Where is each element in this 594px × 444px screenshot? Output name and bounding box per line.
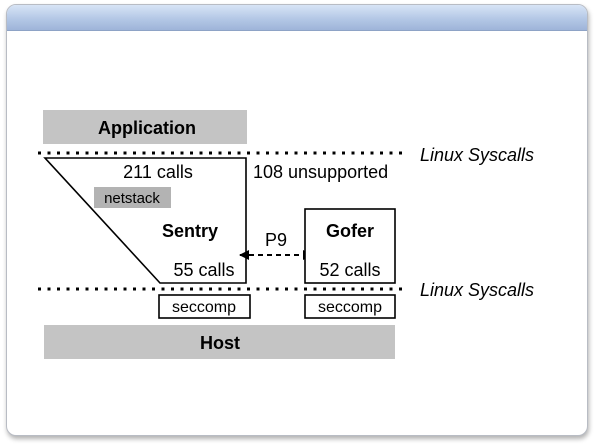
sentry-seccomp-label: seccomp — [172, 299, 236, 316]
host-label: Host — [200, 333, 240, 353]
sentry-seccomp-box — [158, 294, 251, 319]
upper-syscall-label: Linux Syscalls — [420, 145, 534, 165]
netstack-block — [94, 187, 171, 208]
lower-syscall-label: Linux Syscalls — [420, 280, 534, 300]
unsupported-label: 108 unsupported — [253, 162, 388, 182]
gofer-block — [304, 208, 396, 284]
gofer-seccomp-box — [304, 294, 396, 319]
sentry-label: Sentry — [162, 221, 218, 241]
application-block — [43, 110, 247, 144]
sentry-outgoing-calls: 55 calls — [173, 260, 234, 280]
application-label: Application — [98, 118, 196, 138]
gofer-label: Gofer — [326, 221, 374, 241]
gofer-outgoing-calls: 52 calls — [319, 260, 380, 280]
gofer-seccomp-label: seccomp — [318, 299, 382, 316]
window-titlebar — [7, 5, 587, 31]
p9-label: P9 — [265, 230, 287, 250]
sentry-incoming-calls: 211 calls — [123, 162, 193, 182]
host-block — [44, 325, 395, 359]
netstack-label: netstack — [104, 190, 160, 207]
